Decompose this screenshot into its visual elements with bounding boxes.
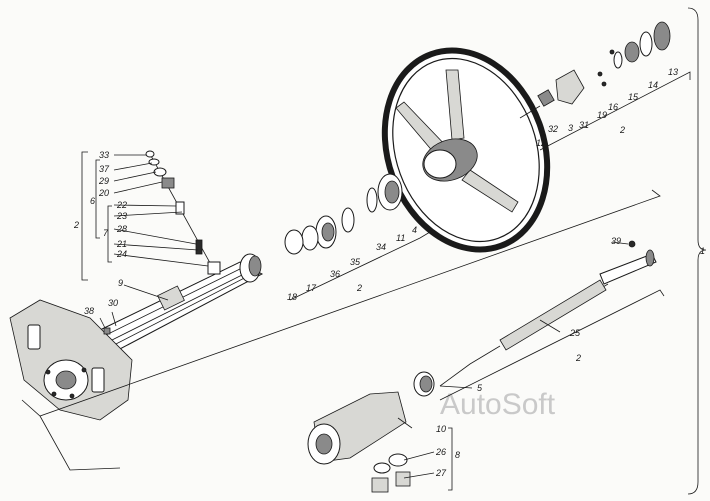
- brace-1: [687, 7, 707, 495]
- label-32: 32: [548, 124, 558, 134]
- label-1: 1: [700, 246, 705, 256]
- brace-2-shaft: [439, 289, 665, 401]
- label-26: 26: [435, 447, 446, 457]
- label-14: 14: [648, 80, 658, 90]
- brace-2-left: [81, 151, 88, 281]
- watermark: AutoSoft: [440, 388, 556, 421]
- label-22: 22: [116, 200, 127, 210]
- label-10: 10: [436, 424, 446, 434]
- label-31: 31: [579, 120, 589, 130]
- label-36: 36: [330, 269, 340, 279]
- label-19: 19: [597, 110, 607, 120]
- label-34: 34: [376, 242, 386, 252]
- switch-assembly-stack: [145, 150, 221, 275]
- brace-2-right: [539, 71, 691, 151]
- mounting-bolts: [99, 311, 117, 335]
- brace-8: [448, 427, 453, 491]
- label-11: 11: [396, 233, 405, 243]
- label-17: 17: [306, 283, 317, 293]
- brace-6: [95, 159, 100, 239]
- bearing-set-upper: [284, 173, 403, 255]
- label-16: 16: [608, 102, 618, 112]
- label-2-right: 2: [619, 125, 625, 135]
- label-18: 18: [287, 292, 297, 302]
- brace-7: [107, 205, 112, 263]
- mounting-flange: [9, 299, 133, 421]
- exploded-frame: [21, 189, 661, 417]
- brace-2-bottom: [289, 231, 431, 301]
- label-28: 28: [116, 224, 127, 234]
- label-27: 27: [435, 468, 447, 478]
- label-39: 39: [611, 236, 621, 246]
- label-15: 15: [628, 92, 639, 102]
- label-9: 9: [118, 278, 123, 288]
- label-37: 37: [99, 164, 110, 174]
- label-29: 29: [98, 176, 109, 186]
- label-35: 35: [350, 257, 361, 267]
- label-12: 12: [536, 138, 546, 148]
- label-24: 24: [116, 249, 127, 259]
- steering-column-tube: [99, 253, 264, 351]
- label-4: 4: [412, 225, 417, 235]
- label-3: 3: [568, 123, 573, 133]
- label-2-shaft: 2: [575, 353, 581, 363]
- label-21: 21: [116, 239, 127, 249]
- label-7: 7: [103, 228, 109, 238]
- horn-assembly: [519, 21, 671, 119]
- label-2-bottom: 2: [356, 283, 362, 293]
- label-8: 8: [455, 450, 460, 460]
- steering-wheel: [381, 47, 551, 253]
- leader-lines: [113, 154, 629, 479]
- label-25: 25: [569, 328, 581, 338]
- label-20: 20: [98, 188, 109, 198]
- label-6: 6: [90, 196, 95, 206]
- steering-shaft: [499, 240, 657, 351]
- label-5: 5: [477, 383, 483, 393]
- label-33: 33: [99, 150, 109, 160]
- lower-shaft-coupling: [413, 345, 501, 397]
- label-38: 38: [84, 306, 94, 316]
- exploded-frame-lower: [39, 415, 121, 471]
- label-23: 23: [116, 211, 127, 221]
- label-2-left: 2: [73, 220, 79, 230]
- label-30: 30: [108, 298, 118, 308]
- switch-housing: [307, 391, 411, 493]
- label-13: 13: [668, 67, 678, 77]
